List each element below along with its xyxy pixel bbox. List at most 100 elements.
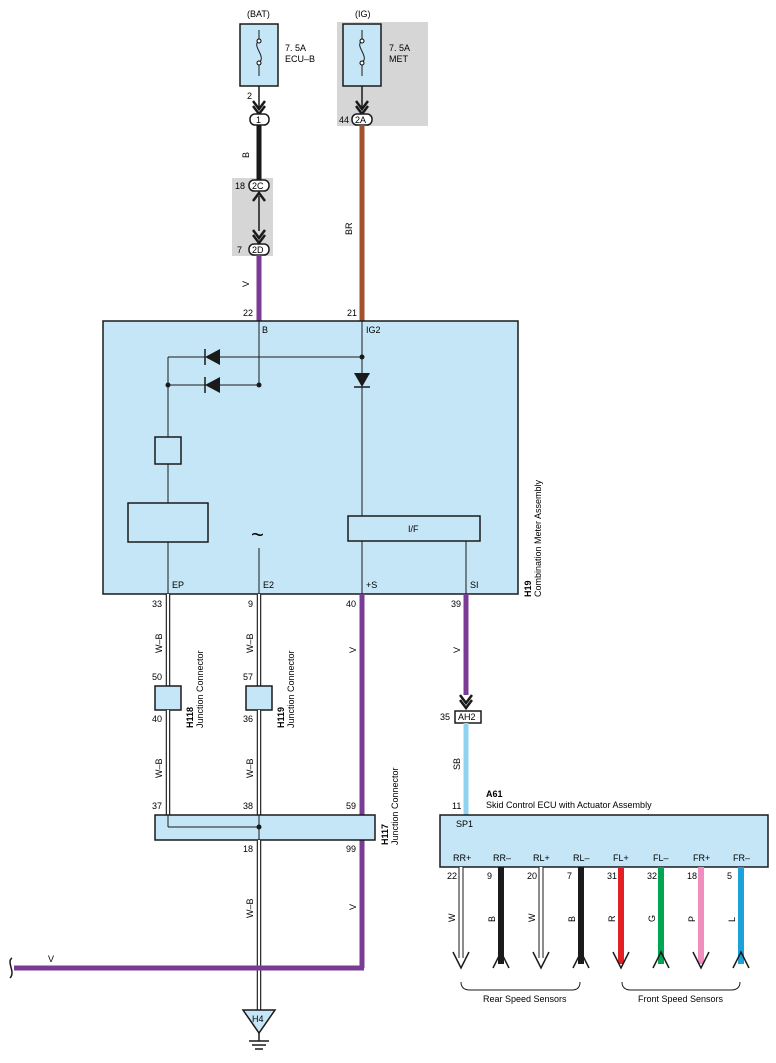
meter-pin-33: 33: [152, 599, 162, 609]
junction-dot: [256, 824, 262, 830]
skid-control-ecu-box: [439, 814, 769, 868]
ecu-terminal-pin: 31: [607, 871, 617, 881]
meter-term-si: SI: [470, 580, 479, 590]
diode-icon: [354, 373, 370, 387]
meter-tilde: ~: [251, 522, 264, 547]
arrow-up-icon: [732, 950, 750, 969]
wire-si-label: V: [452, 647, 462, 653]
ecu-terminal-wire-label: W: [447, 913, 457, 922]
junction-down-arrow-icon: [252, 229, 266, 241]
ground-id: H4: [252, 1014, 264, 1024]
meter-if-block: [347, 515, 481, 542]
ecu-input-pin: 11: [452, 801, 461, 811]
junction-dot: [359, 354, 365, 360]
ground-triangle-icon: [241, 1009, 277, 1035]
h117-pin-59: 59: [346, 801, 356, 811]
wire-ig-label: BR: [344, 222, 354, 235]
wire-ep-upper-label: W–B: [154, 633, 164, 653]
ecu-terminal-wire-label: B: [487, 916, 497, 922]
connector-2c-label: 2C: [252, 181, 264, 191]
ecu-terminal-wire-label: L: [727, 917, 737, 922]
ig-fuse-rating: 7. 5A: [389, 43, 410, 53]
combination-meter-box: [102, 320, 519, 595]
meter-term-plus-s: +S: [366, 580, 377, 590]
meter-pin-22: 22: [243, 308, 253, 318]
bat-fuse-name: ECU–B: [285, 54, 315, 64]
bat-fuse-arrow-icon: [252, 100, 266, 112]
ecu-terminal-label: RR+: [453, 853, 471, 863]
ig-fuse-arrow-icon: [355, 100, 369, 112]
h119-top-pin: 57: [243, 672, 253, 682]
front-sensors-bracket: [621, 981, 741, 991]
junction-up-arrow-icon: [252, 190, 266, 202]
wire-plus-s-label: V: [348, 647, 358, 653]
junction-dot: [256, 382, 262, 388]
ecu-terminal-label: FR+: [693, 853, 710, 863]
ecu-terminal-pin: 5: [727, 871, 732, 881]
ecu-terminal-pin: 7: [567, 871, 572, 881]
ecu-terminal-wire-label: G: [647, 915, 657, 922]
ecu-terminal-label: RL–: [573, 853, 590, 863]
ecu-terminal-wire-label: B: [567, 916, 577, 922]
h117-pin-37: 37: [152, 801, 162, 811]
connector-2a-label: 2A: [355, 115, 366, 125]
h118-top-pin: 50: [152, 672, 162, 682]
wire-bat-lower-label: V: [241, 281, 251, 287]
meter-if-label: I/F: [408, 524, 419, 534]
ig-fuse-name: MET: [389, 54, 409, 64]
meter-pin-40: 40: [346, 599, 356, 609]
bat-fuse-rating: 7. 5A: [285, 43, 306, 53]
wire-e2-upper-label: W–B: [245, 633, 255, 653]
h117-pin-38: 38: [243, 801, 253, 811]
h117-pin-18: 18: [243, 844, 253, 854]
meter-pin-39: 39: [451, 599, 461, 609]
h118-bottom-pin: 40: [152, 714, 162, 724]
meter-term-ep: EP: [172, 580, 184, 590]
meter-pin-21: 21: [347, 308, 357, 318]
h118-connector: [154, 685, 182, 711]
connector-2d-label: 2D: [252, 245, 264, 255]
ecu-terminal-wire-label: P: [687, 916, 697, 922]
diode-icon: [205, 377, 220, 393]
ecu-id: A61: [486, 789, 503, 799]
junction-2c-pin: 18: [235, 181, 245, 191]
h119-bottom-pin: 36: [243, 714, 253, 724]
bat-source-label: (BAT): [247, 9, 270, 19]
arrow-up-icon: [492, 950, 510, 969]
bat-fuse-pin: 2: [247, 91, 252, 101]
meter-pin-9: 9: [248, 599, 253, 609]
junction-2d-pin: 7: [237, 245, 242, 255]
wire-bat-upper-label: B: [241, 152, 251, 158]
wire-sb-label: SB: [452, 758, 462, 770]
ecu-terminal-label: FL–: [653, 853, 669, 863]
arrow-down-icon: [452, 951, 470, 970]
arrow-up-icon: [652, 950, 670, 969]
ecu-terminal-wire-label: R: [607, 915, 617, 922]
ecu-input-term: SP1: [456, 819, 473, 829]
meter-id: H19: [523, 580, 533, 597]
ecu-terminals: RR+22WRR–9BRL+20WRL–7BFL+31RFL–32GFR+18P…: [447, 853, 750, 970]
ecu-terminal-wire-label: W: [527, 913, 537, 922]
ecu-terminal-pin: 20: [527, 871, 537, 881]
ig-fuse-pin: 44: [339, 115, 349, 125]
ig-source-label: (IG): [355, 9, 371, 19]
wire-e2-lower-label: W–B: [245, 758, 255, 778]
ecu-terminal-pin: 9: [487, 871, 492, 881]
wire-v-out-label: V: [348, 904, 358, 910]
h117-id: H117: [380, 824, 390, 845]
rear-sensors-label: Rear Speed Sensors: [483, 994, 567, 1004]
ecu-terminal-label: RR–: [493, 853, 511, 863]
ecu-terminal-pin: 18: [687, 871, 697, 881]
h118-name: Junction Connector: [195, 650, 205, 728]
wire-break-icon: [9, 957, 13, 979]
ecu-terminal-label: FL+: [613, 853, 629, 863]
meter-term-e2: E2: [263, 580, 274, 590]
arrow-down-icon: [612, 951, 630, 970]
h119-connector: [245, 685, 273, 711]
ecu-terminal-pin: 32: [647, 871, 657, 881]
junction-dot: [165, 382, 171, 388]
arrow-down-icon: [532, 951, 550, 970]
h119-name: Junction Connector: [286, 650, 296, 728]
wire-ep-lower-label: W–B: [154, 758, 164, 778]
